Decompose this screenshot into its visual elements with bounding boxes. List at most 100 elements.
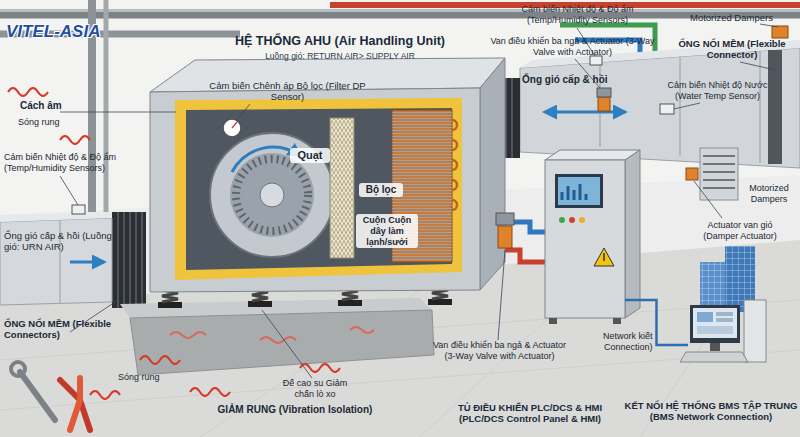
vibration-waves [8, 88, 48, 96]
tools [11, 362, 90, 430]
callout-label: Đế cao su Giảm chấn lò xo [282, 378, 348, 400]
vibration-waves [300, 364, 340, 372]
leader-line [760, 24, 778, 27]
spring-isolator [158, 302, 182, 308]
sensors-and-dampers [590, 56, 602, 65]
control-cabinet [594, 248, 614, 266]
bms-computer [744, 300, 766, 362]
callout-label: GIẢM RUNG (Vibration Isolation) [215, 404, 375, 416]
callout-label: ỐNG NỐI MỀM (Flexible Connector) [677, 38, 787, 61]
fan [230, 153, 314, 237]
bms-computer-node: KẾT NỐI HỆ THỐNG BMS TẬP TRUNG (BMS Netw… [688, 298, 768, 390]
control-cabinet [559, 217, 565, 223]
leader-line [674, 103, 700, 109]
three-way-valve [496, 213, 514, 225]
fan-part: Quạt [290, 148, 330, 163]
three-way-valve [597, 88, 611, 97]
callout-label: ỐNG NỐI MỀM (Flexible Connectors) [4, 318, 114, 341]
bms-computer [716, 318, 733, 322]
control-cabinet [549, 318, 557, 324]
pipes [0, 10, 800, 12]
control-panel: TỦ ĐIỀU KHIỂN PLC/DCS & HMI (PLC/DCS Con… [545, 160, 625, 318]
control-cabinet [545, 150, 640, 160]
right-duct [520, 48, 800, 168]
fan [210, 133, 334, 257]
leader-line [60, 24, 778, 378]
sensors-and-dampers [686, 168, 698, 180]
right-duct [545, 111, 625, 114]
leader-line [694, 181, 722, 218]
bms-computer [710, 343, 720, 351]
control-cabinet [625, 150, 640, 318]
ahu-casing [223, 119, 241, 137]
filter [330, 118, 354, 258]
left-duct [0, 212, 112, 222]
ahu-casing [480, 58, 505, 290]
flexible-connector [112, 212, 146, 308]
pipes [104, 0, 109, 212]
sensors-and-dampers [660, 104, 674, 114]
control-cabinet [558, 177, 600, 205]
pipes [0, 10, 800, 19]
sensors-and-dampers [700, 148, 738, 200]
leader-line [60, 112, 176, 113]
tools [70, 378, 80, 430]
callout-label: Sóng rung [18, 117, 88, 128]
vibration-waves [190, 388, 230, 396]
left-duct [0, 205, 112, 305]
callout-label: Actuator van gió (Damper Actuator) [690, 220, 790, 242]
fan [210, 133, 334, 257]
vibration-waves [140, 356, 180, 364]
callout-label: Motorized Dampers [690, 12, 800, 23]
three-way-valve [498, 226, 512, 248]
bms-computer [697, 312, 713, 322]
left-duct [70, 261, 104, 264]
coil-part: Cuộn Cuộn dây làm lạnh/sưởi [356, 214, 418, 248]
right-duct [520, 40, 800, 168]
control-cabinet [613, 318, 621, 324]
callout-label: Motorized Dampers [740, 183, 798, 205]
part-name: Bộ lọc [359, 183, 403, 197]
vibration-waves [90, 391, 120, 399]
ahu-casing [186, 108, 452, 270]
spring-isolator [428, 299, 452, 305]
callout-label: Cảm biến Nhiệt độ & Độ ẩm (Temp/Humidity… [500, 4, 655, 26]
control-cabinet [562, 184, 586, 200]
callout-label: Cảm biến Chênh áp Bộ lọc (Filter DP Sens… [205, 80, 370, 103]
control-cabinet [579, 217, 585, 223]
control-cabinet [603, 253, 605, 261]
control-cabinet [545, 160, 625, 318]
control-cabinet [545, 150, 640, 324]
right-duct [600, 51, 760, 163]
node-text: TỦ ĐIỀU KHIỂN PLC/DCS & HMI (PLC/DCS Con… [440, 402, 620, 425]
logo-watermark: VITEL-ASIA [6, 22, 146, 42]
callout-label: Ống gió cấp & hồi [522, 74, 622, 86]
ahu-casing [150, 88, 480, 292]
flexible-connector [118, 212, 142, 308]
tools [11, 362, 25, 376]
callout-label: Ống gió cấp & hồi (Luồng gió: URN AIR) [4, 230, 114, 253]
callout-label: Van điều khiển ba ngả & Actuator (3-Way … [490, 36, 655, 58]
callout-label: Van điều khiển ba ngả & Actuator (3-Way … [432, 340, 567, 362]
concrete-base [120, 298, 434, 375]
bms-computer [680, 352, 748, 362]
bms-computer [716, 312, 733, 316]
callout-label: Cách âm [20, 100, 80, 112]
ahu-casing [175, 98, 462, 280]
callout-label: Cảm biến Nhiệt độ Nước (Water Temp Senso… [655, 80, 780, 102]
concrete-base [130, 310, 434, 375]
flexible-connector [112, 78, 520, 308]
node-text: KẾT NỐI HỆ THỐNG BMS TẬP TRUNG (BMS Netw… [622, 400, 800, 423]
three-way-valve [598, 97, 610, 111]
filter-part: Bộ lọc [359, 183, 403, 197]
right-duct [768, 50, 782, 164]
control-cabinet [555, 174, 603, 208]
filter [330, 118, 354, 258]
sensors-and-dampers [703, 156, 735, 188]
filter [330, 118, 354, 258]
ahu-casing [232, 122, 237, 128]
part-name: Quạt [290, 148, 330, 163]
bms-computer [693, 308, 737, 338]
